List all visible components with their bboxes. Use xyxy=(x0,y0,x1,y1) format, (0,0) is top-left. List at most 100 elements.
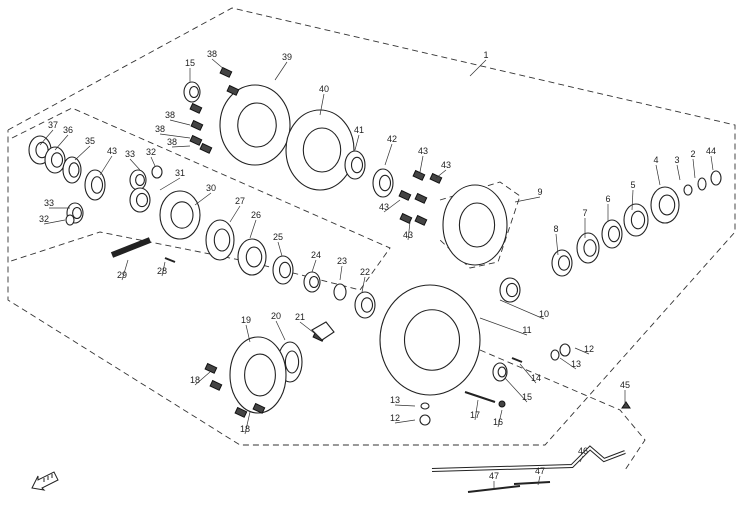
callout-42: 42 xyxy=(387,134,397,144)
callout-leader xyxy=(99,155,113,176)
leader-45 xyxy=(479,349,646,471)
callout-5: 5 xyxy=(630,180,635,190)
callout-leader xyxy=(419,155,424,173)
callout-leader xyxy=(354,134,360,151)
callout-30: 30 xyxy=(206,183,216,193)
callout-13: 13 xyxy=(571,359,581,369)
ring-gear-9-inner xyxy=(458,202,496,248)
callout-leader xyxy=(710,155,714,171)
callout-leader xyxy=(159,177,181,191)
callout-43: 43 xyxy=(441,160,451,170)
callout-leader xyxy=(39,129,54,146)
callout-leader xyxy=(655,164,661,186)
callout-leader xyxy=(469,59,487,77)
callout-leader xyxy=(579,455,584,463)
cover-19-inner xyxy=(244,353,276,397)
callout-leader xyxy=(159,133,191,139)
pin-17 xyxy=(464,391,496,403)
callout-leader xyxy=(384,143,393,166)
callout-leader xyxy=(274,61,288,81)
pin-28 xyxy=(164,257,176,263)
o-ring-26-inner xyxy=(245,246,263,268)
leader-lines xyxy=(39,58,714,490)
callout-leader xyxy=(499,299,545,320)
callout-20: 20 xyxy=(271,311,281,321)
washer-13 xyxy=(550,349,560,361)
bolt xyxy=(429,172,443,184)
bolt xyxy=(398,189,412,201)
callout-leader xyxy=(194,192,212,206)
seal-5-inner xyxy=(630,210,646,230)
callout-9: 9 xyxy=(537,187,542,197)
callout-38: 38 xyxy=(165,110,175,120)
shim-8-inner xyxy=(557,255,571,271)
callout-leader xyxy=(474,399,479,421)
callout-31: 31 xyxy=(175,168,185,178)
callout-21: 21 xyxy=(295,312,305,322)
callout-41: 41 xyxy=(354,125,364,135)
front-arrow-icon xyxy=(31,471,59,491)
callout-leader xyxy=(275,320,286,341)
callout-leader xyxy=(559,357,577,370)
callout-1: 1 xyxy=(483,50,488,60)
callout-32: 32 xyxy=(39,214,49,224)
bolt xyxy=(414,214,428,226)
bolt xyxy=(414,192,428,204)
washer-13 xyxy=(420,402,430,410)
callout-leader xyxy=(245,324,251,343)
callout-leader xyxy=(407,221,411,241)
callout-2: 2 xyxy=(690,149,695,159)
callout-leader xyxy=(537,475,541,486)
callout-8: 8 xyxy=(553,224,558,234)
callout-19: 19 xyxy=(241,315,251,325)
callout-27: 27 xyxy=(235,196,245,206)
washer-3 xyxy=(683,184,693,196)
bolt xyxy=(412,169,426,181)
callout-4: 4 xyxy=(653,155,658,165)
callout-leader xyxy=(676,164,681,181)
callout-47: 47 xyxy=(489,471,499,481)
callout-32: 32 xyxy=(146,147,156,157)
callout-23: 23 xyxy=(337,256,347,266)
differential-subassembly-boundary xyxy=(7,107,391,291)
callout-leader xyxy=(383,199,401,213)
housing-11-inner xyxy=(403,309,461,371)
callout-leader xyxy=(211,58,226,71)
callout-leader xyxy=(339,265,343,281)
callout-18: 18 xyxy=(190,375,200,385)
callout-33: 33 xyxy=(125,149,135,159)
callout-leader xyxy=(574,347,590,355)
bolt xyxy=(234,406,248,418)
bolt xyxy=(209,379,223,391)
callout-leader xyxy=(161,261,166,277)
snap-ring-23 xyxy=(333,283,347,301)
callout-38: 38 xyxy=(167,137,177,147)
callout-43: 43 xyxy=(403,230,413,240)
callout-43: 43 xyxy=(379,202,389,212)
bearing-42-inner xyxy=(378,174,392,192)
callout-33: 33 xyxy=(44,198,54,208)
bearing-25-inner xyxy=(278,261,292,279)
o-ring-20-inner xyxy=(284,350,300,374)
callout-39: 39 xyxy=(282,52,292,62)
callout-35: 35 xyxy=(85,136,95,146)
callout-43: 43 xyxy=(418,146,428,156)
bolt xyxy=(252,402,266,414)
callout-leader xyxy=(194,371,211,386)
gear-31-inner xyxy=(135,192,149,208)
plug-12 xyxy=(419,414,431,426)
washer-32 xyxy=(151,165,163,179)
bolt xyxy=(399,212,413,224)
differential-case-30-inner xyxy=(170,201,194,229)
bolt xyxy=(199,142,213,154)
callout-leader xyxy=(43,219,66,225)
washer-32 xyxy=(65,214,75,226)
callout-46: 46 xyxy=(578,446,588,456)
cross-shaft-29 xyxy=(110,237,152,258)
callout-leader xyxy=(121,259,129,281)
callout-12: 12 xyxy=(390,413,400,423)
callout-43: 43 xyxy=(107,146,117,156)
bearing-6-inner xyxy=(607,225,621,243)
seal-15-inner xyxy=(189,85,199,99)
